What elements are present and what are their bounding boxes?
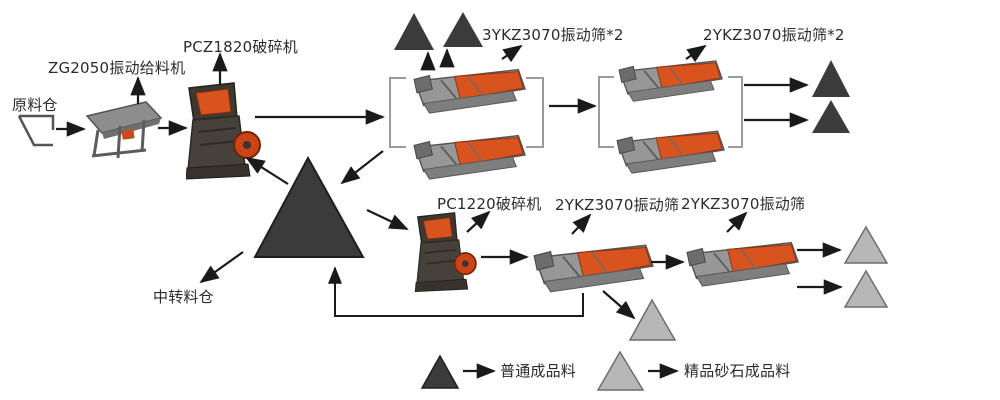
vibrating-screen-image-1b [413,134,527,181]
vibrating-screen-image-2b [616,130,726,175]
label-screen-3: 2YKZ3070振动筛 [555,196,680,214]
legend-light-triangle [596,350,645,391]
arrow-to-secondary-crusher-label [466,210,491,233]
bracket-right-group1 [526,77,544,148]
legend-label-premium-product: 精品砂石成品料 [684,362,791,380]
arrow-screen3-return-to-transfer-bin [328,266,584,317]
dark-triangle-1 [394,13,434,50]
light-triangle-3 [843,269,889,308]
vibrating-feeder-image [85,100,163,160]
light-triangle-1 [628,298,677,341]
arrow-to-screen3-label [571,213,592,235]
vibrating-screen-image-4 [685,241,800,288]
arrow-to-group1-label [501,44,523,63]
arrow-to-screen4-label [726,211,748,233]
label-raw-material-bin: 原料仓 [12,96,58,114]
arrow-screen3-to-light-triangle1 [602,290,636,320]
secondary-crusher-image [414,212,477,293]
bracket-left-group2 [598,76,614,148]
dark-triangle-4 [812,100,850,133]
label-transfer-bin: 中转料仓 [153,288,214,306]
legend-label-ordinary-product: 普通成品料 [500,362,577,380]
dark-triangle-3 [812,60,850,97]
label-vibrating-feeder: ZG2050振动给料机 [48,59,186,77]
bracket-right-group2 [728,76,743,148]
light-product-triangles [596,225,889,391]
label-secondary-crusher: PC1220破碎机 [437,195,542,213]
arrow-transfer-bin-to-secondary-crusher [366,209,409,230]
vibrating-screen-image-1a [413,68,527,115]
label-screen-4: 2YKZ3070振动筛 [681,195,806,213]
arrow-to-group2-label [685,44,707,63]
arrow-screens-to-transfer-bin [340,150,384,185]
vibrating-screen-image-3 [532,244,654,293]
arrow-transfer-bin-to-label [199,251,244,284]
dark-product-triangles [253,12,850,389]
arrow-transfer-bin-to-primary-crusher [245,156,289,185]
bracket-left-group1 [389,77,406,148]
legend-dark-triangle [420,354,460,389]
raw-hopper-icon [17,114,55,147]
label-screen-group-1: 3YKZ3070振动筛*2 [482,26,624,44]
label-screen-group-2: 2YKZ3070振动筛*2 [703,26,845,44]
label-primary-crusher: PCZ1820破碎机 [183,38,298,56]
light-triangle-2 [843,225,889,264]
flow-arrows [56,44,843,379]
group-brackets [389,76,743,148]
primary-crusher-image [186,82,261,180]
dark-triangle-2 [443,12,483,47]
vibrating-screen-image-2a [618,59,724,103]
transfer-bin-triangle [253,155,365,258]
